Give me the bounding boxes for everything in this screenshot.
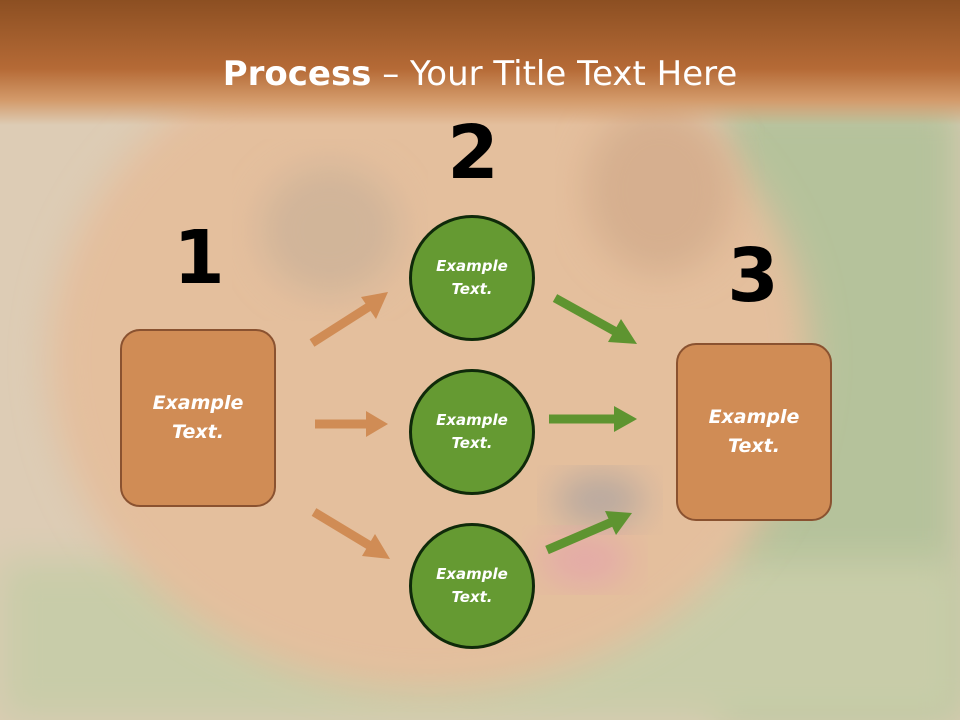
- step-1-box-text: Example Text.: [152, 392, 244, 443]
- circle-top-text: Example Text.: [436, 257, 508, 298]
- step-2-number: 2: [447, 110, 499, 196]
- title-bold: Process: [222, 54, 372, 94]
- arrow-1-to-top: [309, 292, 388, 347]
- step-2-circle-middle: Example Text.: [409, 369, 535, 495]
- step-1-number: 1: [173, 215, 225, 301]
- slide-title: Process – Your Title Text Here: [0, 52, 960, 96]
- step-2-circle-bottom: Example Text.: [409, 523, 535, 649]
- arrow-middle-to-3: [549, 406, 637, 432]
- arrow-top-to-3: [552, 294, 637, 344]
- circle-middle-text: Example Text.: [436, 411, 508, 452]
- step-3-box: Example Text.: [676, 343, 832, 521]
- title-rest: – Your Title Text Here: [371, 54, 738, 94]
- arrow-bottom-to-3: [545, 511, 632, 555]
- arrow-1-to-middle: [315, 411, 388, 437]
- step-2-circle-top: Example Text.: [409, 215, 535, 341]
- step-3-box-text: Example Text.: [708, 406, 800, 457]
- title-band: [0, 0, 960, 125]
- step-1-box: Example Text.: [120, 329, 276, 507]
- arrow-1-to-bottom: [311, 508, 390, 559]
- circle-bottom-text: Example Text.: [436, 565, 508, 606]
- step-3-number: 3: [727, 233, 779, 319]
